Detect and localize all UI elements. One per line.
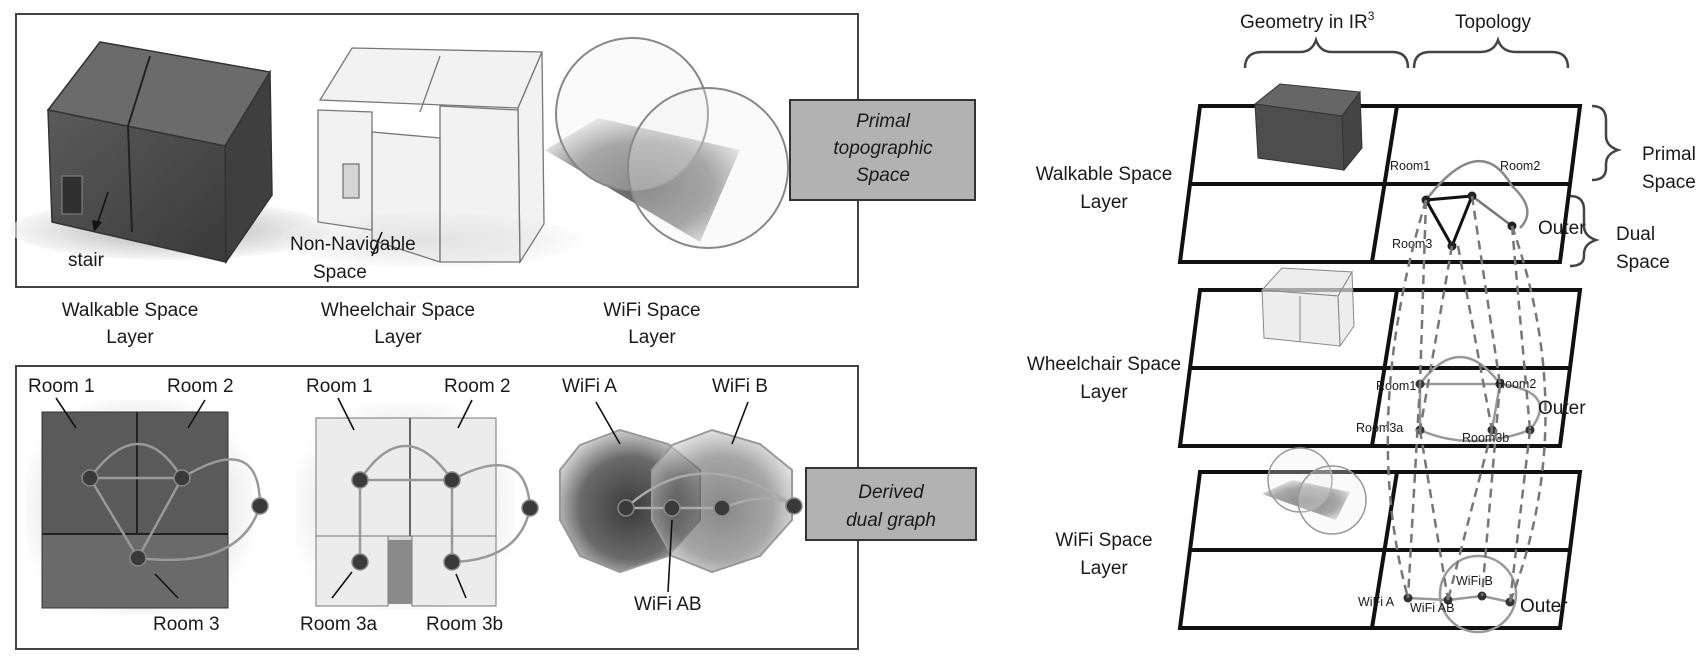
primal-space-label: Primal <box>1642 144 1696 165</box>
wheelchair-room1-label: Room 1 <box>306 376 373 397</box>
walkable-3d-model <box>10 41 330 265</box>
wifi-a-node: WiFi A <box>1358 595 1395 609</box>
walkable-layer-label: Walkable Space <box>62 300 199 321</box>
non-navigable-label-2: Space <box>313 262 367 283</box>
dual-box-line-2: dual graph <box>846 510 936 531</box>
wifi-a-label: WiFi A <box>562 376 617 397</box>
walkable-room1-node: Room1 <box>1390 159 1430 173</box>
wheelchair-room3b-node: Room3b <box>1462 431 1509 445</box>
dual-box-line-1: Derived <box>858 482 925 503</box>
walkable-outer-node: Outer <box>1538 218 1586 239</box>
wifi-b-node: WiFi B <box>1456 574 1493 588</box>
wheelchair-room3a-label: Room 3a <box>300 614 378 635</box>
wheelchair-layer-label: Wheelchair Space <box>321 300 475 321</box>
wheelchair-layer-label-2: Layer <box>374 327 422 348</box>
dual-space-label: Dual <box>1616 224 1655 245</box>
wifi-3d-model <box>545 37 789 249</box>
walkable-room2-node: Room2 <box>1500 159 1540 173</box>
walkable-room2-label: Room 2 <box>167 376 234 397</box>
dual-space-label-2: Space <box>1616 252 1670 273</box>
wifi-b-label: WiFi B <box>712 376 768 397</box>
wifi-layer-label-2: Layer <box>628 327 676 348</box>
right-walkable-layer-label-2: Layer <box>1080 192 1128 213</box>
right-wheelchair-layer-label: Wheelchair Space <box>1027 354 1181 375</box>
wifi-ab-node: WiFi AB <box>1410 601 1454 615</box>
walkable-room1-label: Room 1 <box>28 376 95 397</box>
wheelchair-layer-thumbnail <box>1260 267 1355 348</box>
wheelchair-3d-model <box>280 47 580 268</box>
inter-layer-links <box>1386 195 1547 603</box>
geometry-header: Geometry in IR3 <box>1240 9 1375 33</box>
geometry-header-sup: 3 <box>1368 9 1375 23</box>
wheelchair-room3b-label: Room 3b <box>426 614 503 635</box>
walkable-layer-thumbnail <box>1253 83 1363 172</box>
right-wifi-layer-label: WiFi Space <box>1055 530 1152 551</box>
primal-space-label-2: Space <box>1642 172 1696 193</box>
non-navigable-label: Non-Navigable <box>290 234 416 255</box>
wheelchair-room1-node: Room1 <box>1376 379 1416 393</box>
wheelchair-room3a-node: Room3a <box>1356 421 1403 435</box>
wheelchair-floor-plan <box>296 397 539 610</box>
wheelchair-room2-label: Room 2 <box>444 376 511 397</box>
derived-dual-graph-box <box>805 467 977 541</box>
right-wheelchair-layer-label-2: Layer <box>1080 382 1128 403</box>
wheelchair-room2-node: Room2 <box>1496 377 1536 391</box>
header-braces <box>1243 36 1570 69</box>
wifi-layer-thumbnail <box>1262 447 1367 535</box>
right-wifi-layer-label-2: Layer <box>1080 558 1128 579</box>
walkable-room3-node: Room3 <box>1392 237 1432 251</box>
topology-header: Topology <box>1455 12 1532 33</box>
walkable-layer-plane <box>1177 104 1583 264</box>
stair-label: stair <box>68 250 105 271</box>
wifi-dual-graph <box>559 401 803 593</box>
side-braces <box>1569 104 1622 268</box>
wifi-outer-node: Outer <box>1520 596 1568 617</box>
wifi-layer-label: WiFi Space <box>603 300 700 321</box>
wifi-ab-label: WiFi AB <box>634 594 702 615</box>
walkable-floor-plan <box>26 397 269 615</box>
walkable-room3-label: Room 3 <box>153 614 220 635</box>
wheelchair-outer-node: Outer <box>1538 398 1586 419</box>
right-walkable-layer-label: Walkable Space <box>1036 164 1173 185</box>
wifi-layer-plane <box>1177 470 1583 630</box>
primal-box-line-2: topographic <box>833 138 933 159</box>
primal-box-line-3: Space <box>856 165 910 186</box>
geometry-header-text: Geometry in IR <box>1240 12 1368 33</box>
walkable-layer-label-2: Layer <box>106 327 154 348</box>
primal-box-line-1: Primal <box>856 111 911 132</box>
primal-topographic-box <box>789 99 976 201</box>
